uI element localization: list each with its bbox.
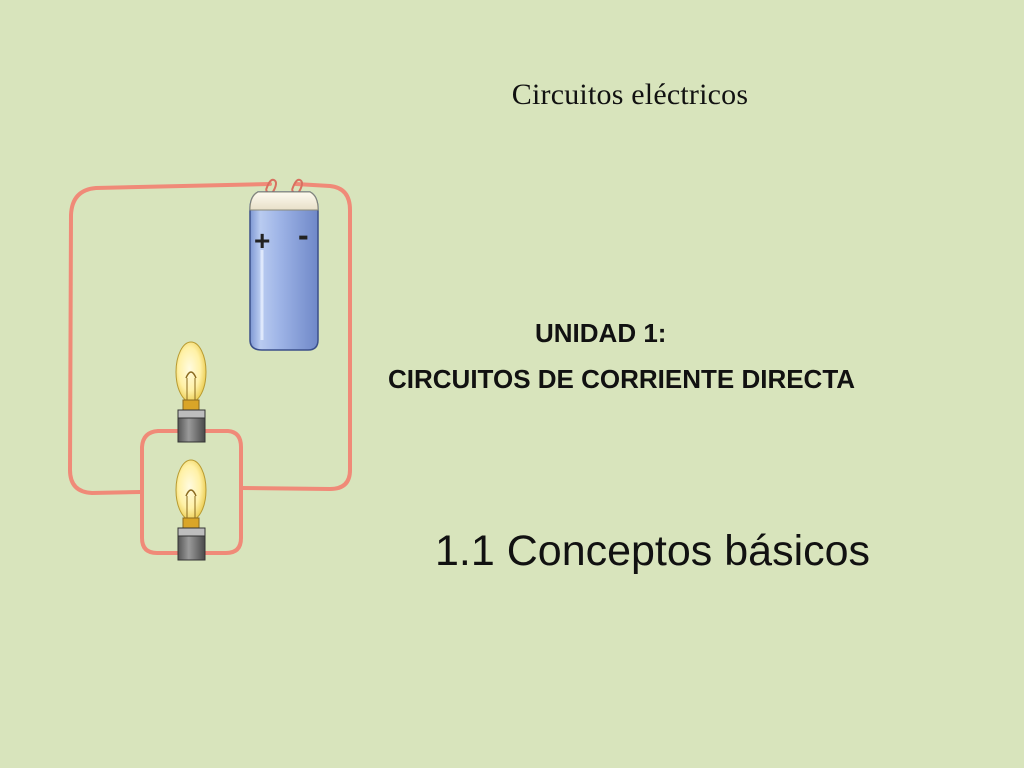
light-bulb-icon (175, 341, 207, 443)
light-bulb-icon (175, 459, 207, 561)
battery (249, 191, 319, 351)
unit-subtitle: CIRCUITOS DE CORRIENTE DIRECTA (388, 364, 856, 394)
unit-title: UNIDAD 1: (535, 318, 667, 348)
header-title: Circuitos eléctricos (511, 78, 749, 111)
section-title: 1.1 Conceptos básicos (435, 527, 871, 575)
wire-outer-loop (68, 182, 352, 495)
wire-parallel-loop (140, 429, 243, 555)
battery-minus-label: - (298, 217, 309, 253)
battery-plus-label: + (254, 225, 270, 256)
